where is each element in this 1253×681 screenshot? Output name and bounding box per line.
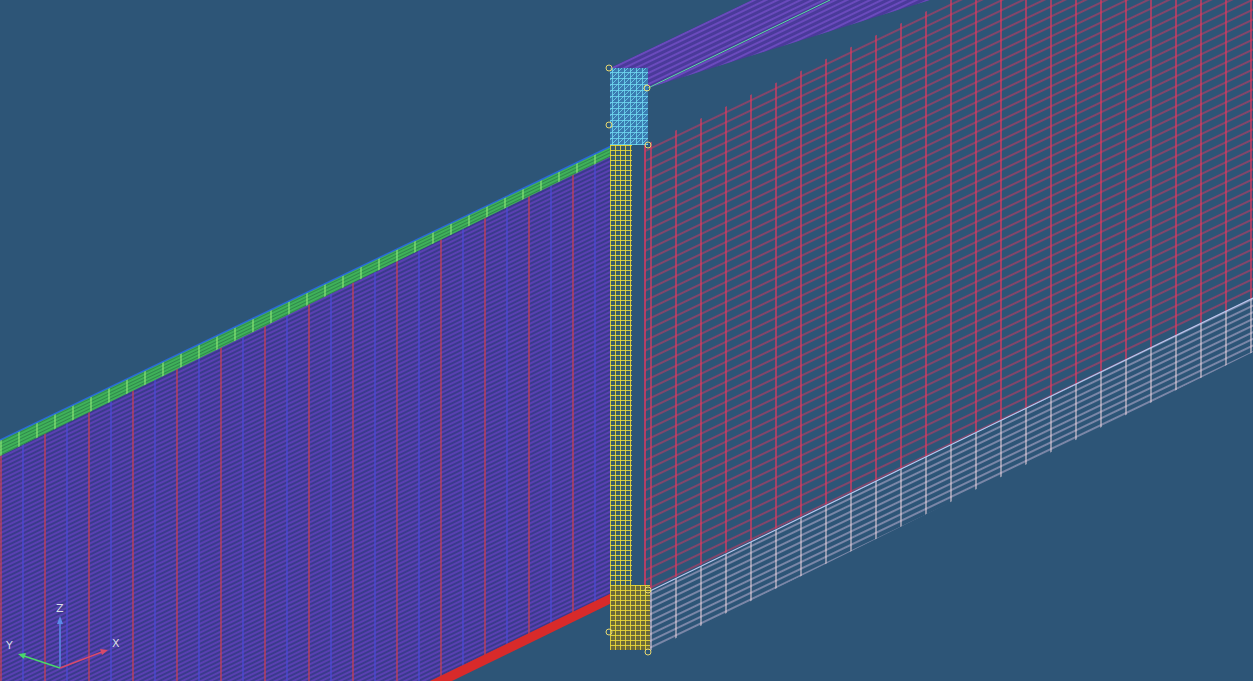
- axis-label: Z: [56, 603, 64, 614]
- axis-label: Y: [6, 640, 13, 651]
- axis-label: X: [112, 638, 120, 649]
